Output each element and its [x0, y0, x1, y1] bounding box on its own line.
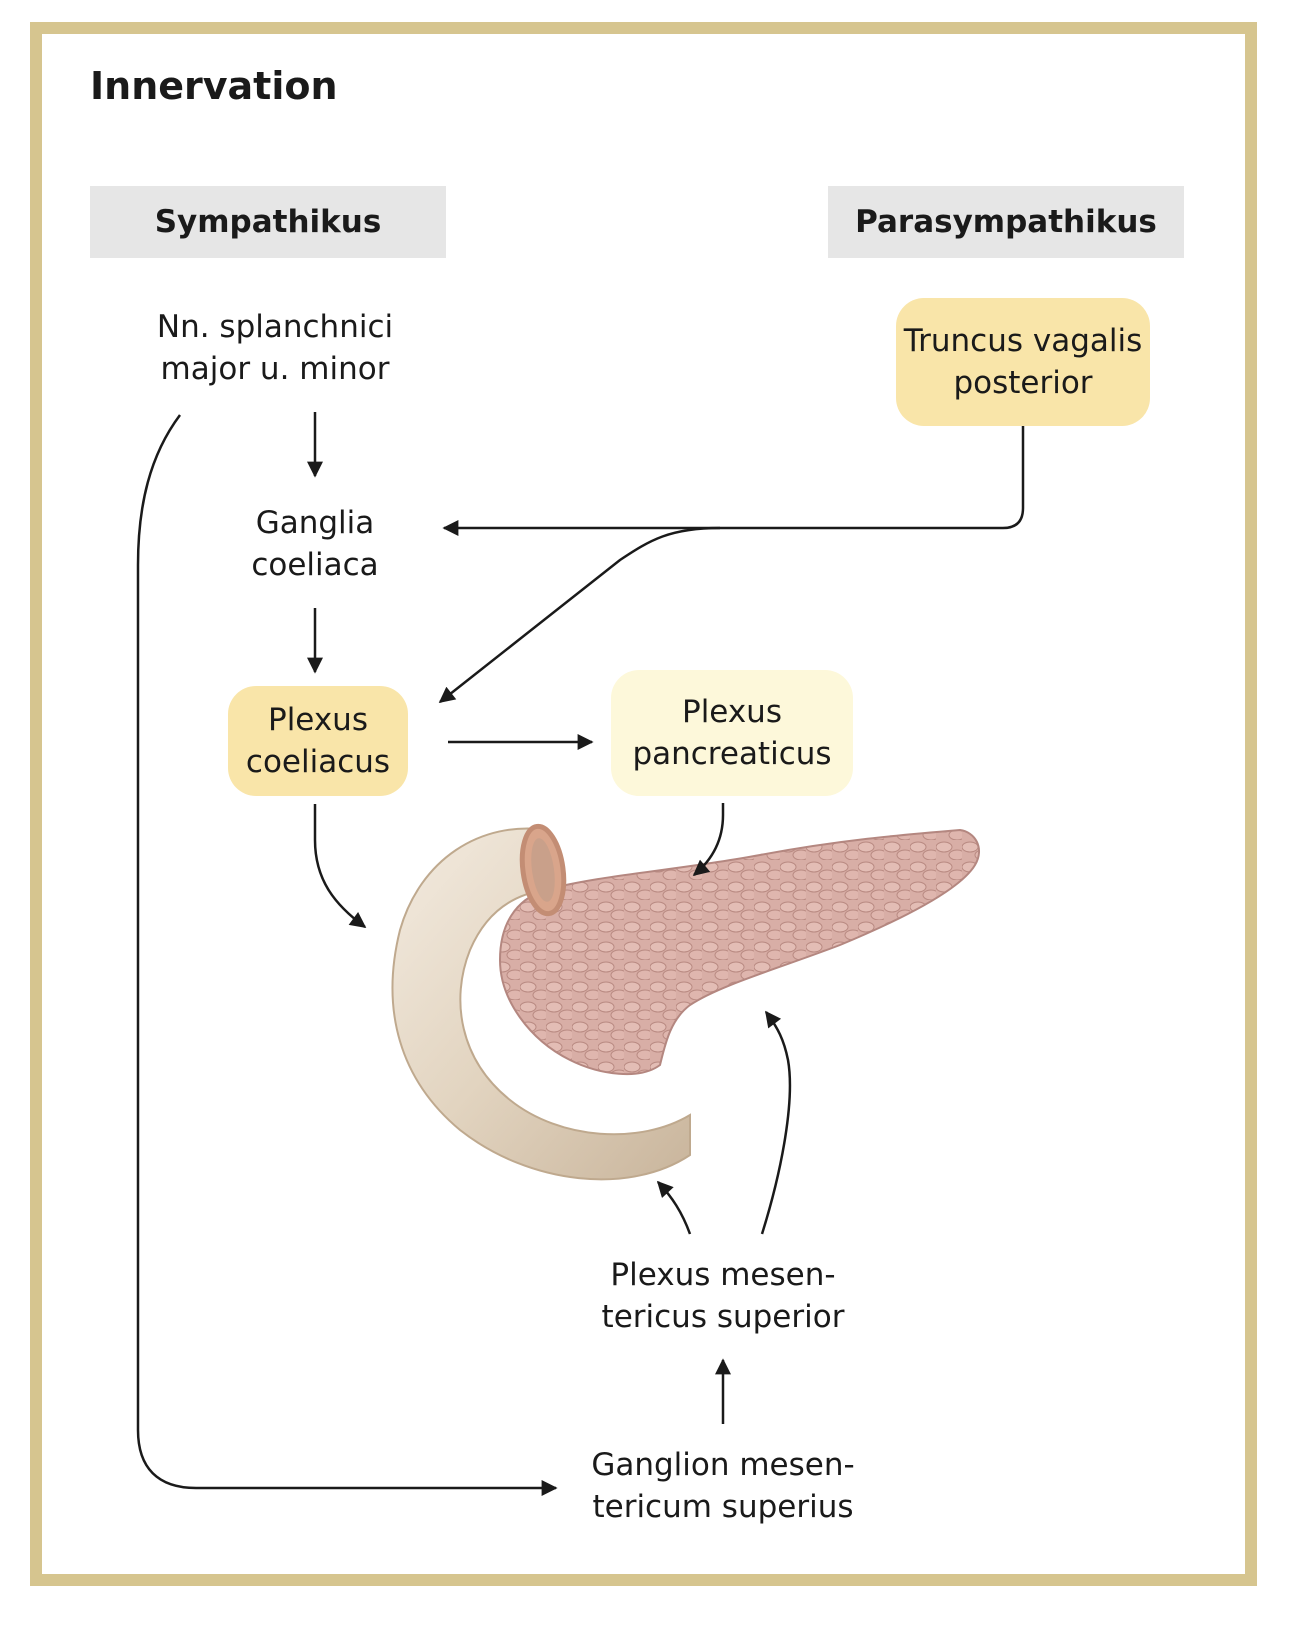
label-line: Plexus — [682, 694, 782, 730]
label-ganglia-coeliaca: Ganglia coeliaca — [220, 502, 410, 586]
label-line: tericum superius — [592, 1489, 854, 1525]
label-line: Plexus — [268, 702, 368, 738]
label-line: coeliaca — [251, 547, 379, 583]
page-title: Innervation — [90, 64, 338, 108]
pancreas-illustration — [391, 823, 980, 1181]
label-line: Ganglion mesen- — [591, 1447, 855, 1483]
arrow-splanchnici-to-ganglion-mesentericum — [136, 414, 558, 1496]
duodenum — [391, 827, 691, 1181]
pancreas — [498, 828, 980, 1076]
arrow-mesentericus-to-pancreas — [760, 1010, 792, 1235]
label-nn-splanchnici: Nn. splanchnici major u. minor — [140, 306, 410, 390]
label-line: posterior — [953, 365, 1093, 401]
box-plexus-pancreaticus: Plexus pancreaticus — [611, 670, 853, 796]
label-line: coeliacus — [245, 744, 391, 780]
header-sympathikus-label: Sympathikus — [154, 204, 382, 240]
header-parasympathikus: Parasympathikus — [828, 186, 1184, 258]
header-sympathikus: Sympathikus — [90, 186, 446, 258]
box-plexus-coeliacus: Plexus coeliacus — [228, 686, 408, 796]
label-line: tericus superior — [601, 1299, 845, 1335]
label-line: Nn. splanchnici — [156, 309, 394, 345]
label-ganglion-mesentericum: Ganglion mesen- tericum superius — [573, 1444, 873, 1528]
arrow-mesentericus-to-duodenum — [656, 1180, 692, 1235]
panel-frame — [30, 22, 1257, 1586]
arrow-coeliacus-to-pancreas — [313, 804, 367, 929]
label-line: Ganglia — [255, 505, 375, 541]
header-parasympathikus-label: Parasympathikus — [855, 204, 1157, 240]
arrow-pancreaticus-to-pancreas — [692, 803, 725, 877]
label-line: Truncus vagalis — [903, 323, 1143, 359]
box-truncus-vagalis: Truncus vagalis posterior — [896, 298, 1150, 426]
label-line: pancreaticus — [632, 736, 832, 772]
label-line: major u. minor — [160, 351, 390, 387]
label-plexus-mesentericus: Plexus mesen- tericus superior — [583, 1254, 863, 1338]
label-line: Plexus mesen- — [610, 1257, 836, 1293]
arrow-vagus-to-ganglia — [442, 416, 1025, 536]
arrow-vagus-to-plexus-coeliacus — [438, 526, 721, 703]
